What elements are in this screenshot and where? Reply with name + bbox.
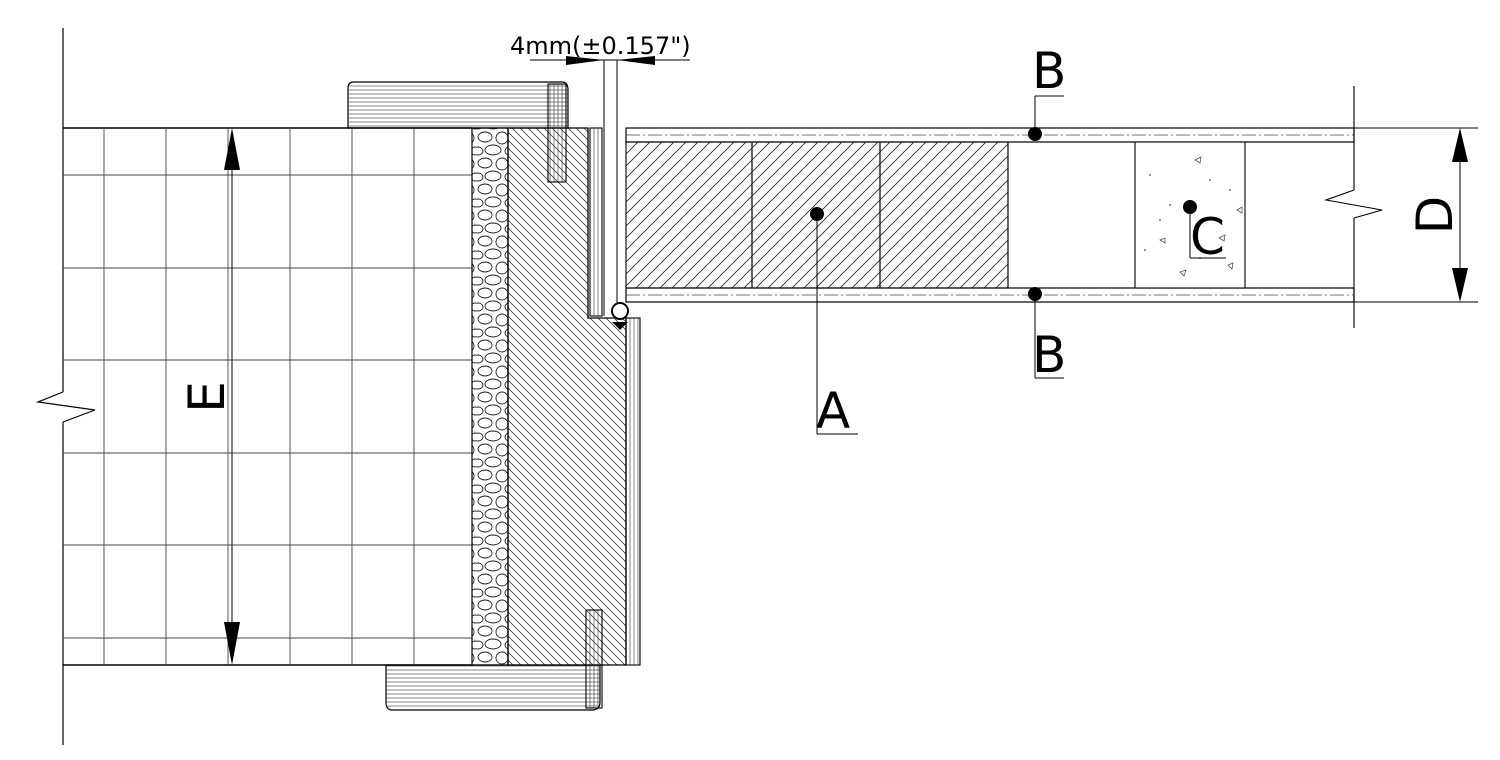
label-e: E [178, 381, 236, 413]
architrave-bottom [385, 609, 603, 711]
label-b-bottom: B [1032, 326, 1066, 384]
height-dimension-e: E [178, 127, 268, 666]
door-stop-strip [589, 127, 603, 317]
door-leaf [625, 86, 1383, 328]
core-block [879, 141, 1009, 289]
wall-section [35, 28, 472, 745]
thickness-dimension-d: D [1354, 127, 1478, 303]
architrave-top [347, 81, 569, 183]
label-a: A [816, 382, 850, 440]
filler-layer [471, 127, 509, 666]
label-d: D [1406, 196, 1464, 235]
core-block [625, 141, 753, 289]
jamb-edge-strip [625, 317, 641, 666]
label-b-top: B [1032, 42, 1066, 100]
gap-dimension: 4mm(±0.157") [510, 32, 691, 65]
callout-a: A [810, 207, 858, 440]
gap-dimension-label: 4mm(±0.157") [510, 32, 691, 60]
seal-gasket-icon [611, 302, 629, 330]
label-c: C [1190, 208, 1225, 266]
callout-c: C [1183, 200, 1226, 266]
callout-b-bottom: B [1028, 287, 1066, 384]
door-jamb [507, 127, 627, 666]
callout-b-top: B [1028, 42, 1066, 141]
